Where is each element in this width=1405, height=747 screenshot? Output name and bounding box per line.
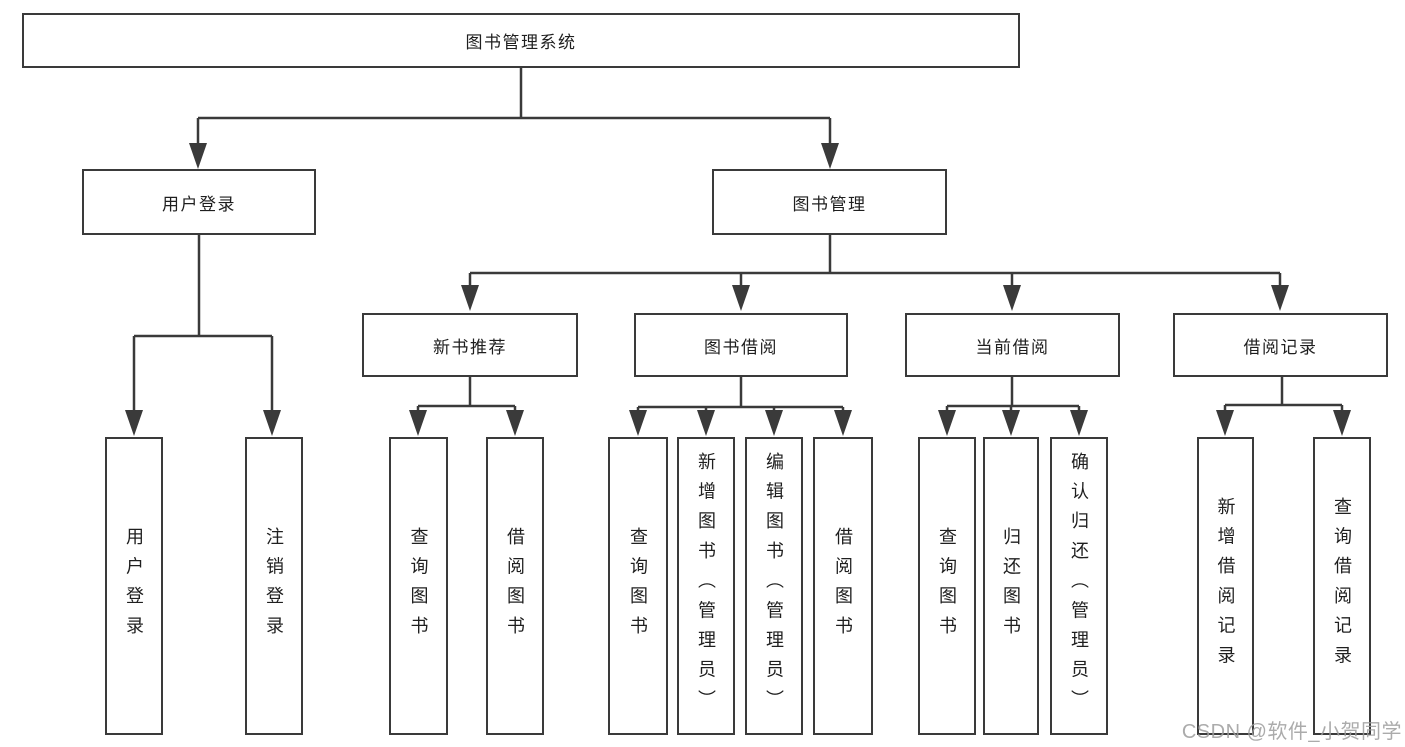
connector-root — [196, 68, 832, 145]
arrow-icon — [1271, 285, 1289, 311]
arrowheads — [125, 143, 1351, 436]
leaf-label: 借阅图书 — [505, 526, 525, 646]
arrow-icon — [1070, 410, 1088, 436]
leaf-label: 查询图书 — [937, 526, 957, 646]
arrow-icon — [506, 410, 524, 436]
leaf-query-book-borrow: 查询图书 — [608, 437, 668, 735]
leaf-label: 用户登录 — [124, 526, 144, 646]
node-user-login: 用户登录 — [82, 169, 316, 235]
leaf-add-borrow-record: 新增借阅记录 — [1197, 437, 1254, 735]
node-root: 图书管理系统 — [22, 13, 1020, 68]
connector-user-login — [132, 235, 274, 412]
leaf-borrow-book: 借阅图书 — [813, 437, 873, 735]
arrow-icon — [834, 410, 852, 436]
leaf-label: 注销登录 — [264, 526, 284, 646]
arrow-icon — [821, 143, 839, 169]
arrow-icon — [629, 410, 647, 436]
arrow-icon — [697, 410, 715, 436]
leaf-return-book: 归还图书 — [983, 437, 1039, 735]
connector-book-management — [468, 235, 1282, 287]
arrow-icon — [732, 285, 750, 311]
connector-borrow-record — [1223, 377, 1344, 412]
node-book-management: 图书管理 — [712, 169, 947, 235]
leaf-query-borrow-record: 查询借阅记录 — [1313, 437, 1371, 735]
leaf-label: 新增借阅记录 — [1215, 496, 1236, 676]
leaf-label: 查询借阅记录 — [1332, 496, 1352, 676]
node-new-book-recommend: 新书推荐 — [362, 313, 578, 377]
leaf-user-login: 用户登录 — [105, 437, 163, 735]
arrow-icon — [409, 410, 427, 436]
leaf-logout: 注销登录 — [245, 437, 303, 735]
leaf-label: 归还图书 — [1001, 526, 1021, 646]
leaf-query-book-current: 查询图书 — [918, 437, 976, 735]
arrow-icon — [189, 143, 207, 169]
leaf-query-book-recommend: 查询图书 — [389, 437, 448, 735]
leaf-borrow-book-recommend: 借阅图书 — [486, 437, 544, 735]
connector-new-book-recommend — [416, 377, 517, 412]
leaf-label: 借阅图书 — [833, 526, 853, 646]
arrow-icon — [461, 285, 479, 311]
leaf-label: 新增图书（管理员） — [696, 452, 716, 720]
arrow-icon — [1002, 410, 1020, 436]
leaf-add-book-admin: 新增图书（管理员） — [677, 437, 735, 735]
arrow-icon — [263, 410, 281, 436]
leaf-label: 查询图书 — [408, 526, 429, 646]
arrow-icon — [1216, 410, 1234, 436]
leaf-label: 查询图书 — [628, 526, 648, 646]
connector-current-borrow — [945, 377, 1081, 412]
arrow-icon — [1003, 285, 1021, 311]
arrow-icon — [938, 410, 956, 436]
leaf-label: 确认归还（管理员） — [1069, 452, 1089, 720]
node-book-borrow: 图书借阅 — [634, 313, 848, 377]
leaf-confirm-return-admin: 确认归还（管理员） — [1050, 437, 1108, 735]
node-borrow-record: 借阅记录 — [1173, 313, 1388, 377]
arrow-icon — [1333, 410, 1351, 436]
csdn-watermark: CSDN @软件_小贺同学 — [1181, 721, 1402, 743]
node-current-borrow: 当前借阅 — [905, 313, 1120, 377]
leaf-edit-book-admin: 编辑图书（管理员） — [745, 437, 803, 735]
arrow-icon — [125, 410, 143, 436]
leaf-label: 编辑图书（管理员） — [764, 452, 784, 720]
arrow-icon — [765, 410, 783, 436]
connector-book-borrow — [636, 377, 845, 412]
